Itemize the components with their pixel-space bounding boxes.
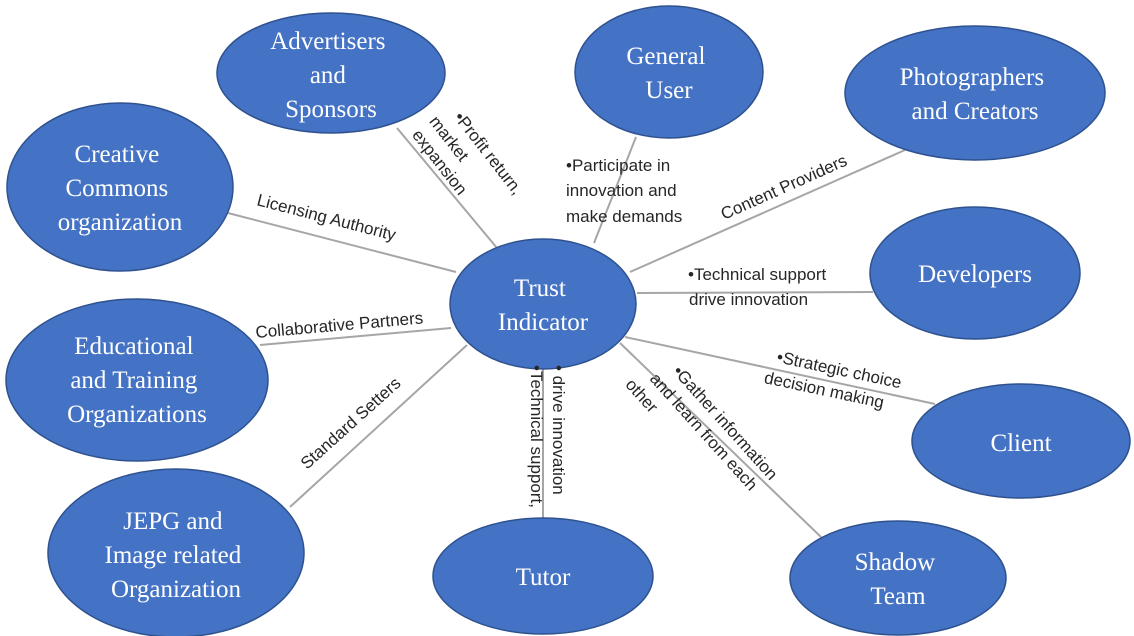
node-labels: Advertisers and Sponsors General User Ph… [58,28,1052,610]
label-developers: Developers [918,261,1032,288]
line-educational [259,327,452,346]
node-trust-indicator [449,238,637,370]
label-shadow-team: Shadow Team [855,549,942,610]
edge-label-developers: •Technical support drive innovation [688,265,831,309]
line-jepg [289,344,468,508]
line-photographers [629,149,906,273]
nodes [5,5,1131,636]
node-photographers [844,25,1106,161]
node-creative-commons [6,102,234,272]
node-shadow-team [789,520,1007,636]
edge-label-creative-commons: Licensing Authority [255,190,398,244]
label-advertisers: Advertisers and Sponsors [270,28,392,123]
line-general-user [593,136,637,244]
label-jepg: JEPG and Image related Organization [105,508,248,603]
node-tutor [432,517,654,635]
edge-label-shadow-team: •Gather information and learn from each … [622,346,785,517]
node-client [911,383,1131,499]
label-trust-indicator: Trust Indicator [498,275,589,336]
line-creative-commons [227,212,457,273]
node-developers [869,206,1081,340]
node-jepg [47,468,305,636]
label-tutor: Tutor [516,564,571,591]
label-educational: Educational and Training Organizations [67,333,207,428]
line-shadow-team [619,342,822,538]
node-advertisers [216,12,446,134]
node-educational [5,298,269,462]
node-general-user [574,5,764,139]
edge-label-photographers: Content Providers [718,151,850,224]
edge-label-client: •Strategic choice decision making [763,346,908,416]
edge-label-general-user: •Participate in innovation and make dema… [566,156,682,226]
label-photographers: Photographers and Creators [900,64,1051,125]
label-client: Client [990,430,1051,457]
edge-label-tutor: • drive innovation •Technical support, [527,365,568,508]
label-general-user: General User [626,43,711,104]
line-developers [636,291,874,294]
edge-label-jepg: Standard Setters [297,373,405,472]
line-client [624,336,936,405]
line-advertisers [396,127,498,249]
edge-lines [227,127,936,538]
label-creative-commons: Creative Commons organization [58,141,183,236]
